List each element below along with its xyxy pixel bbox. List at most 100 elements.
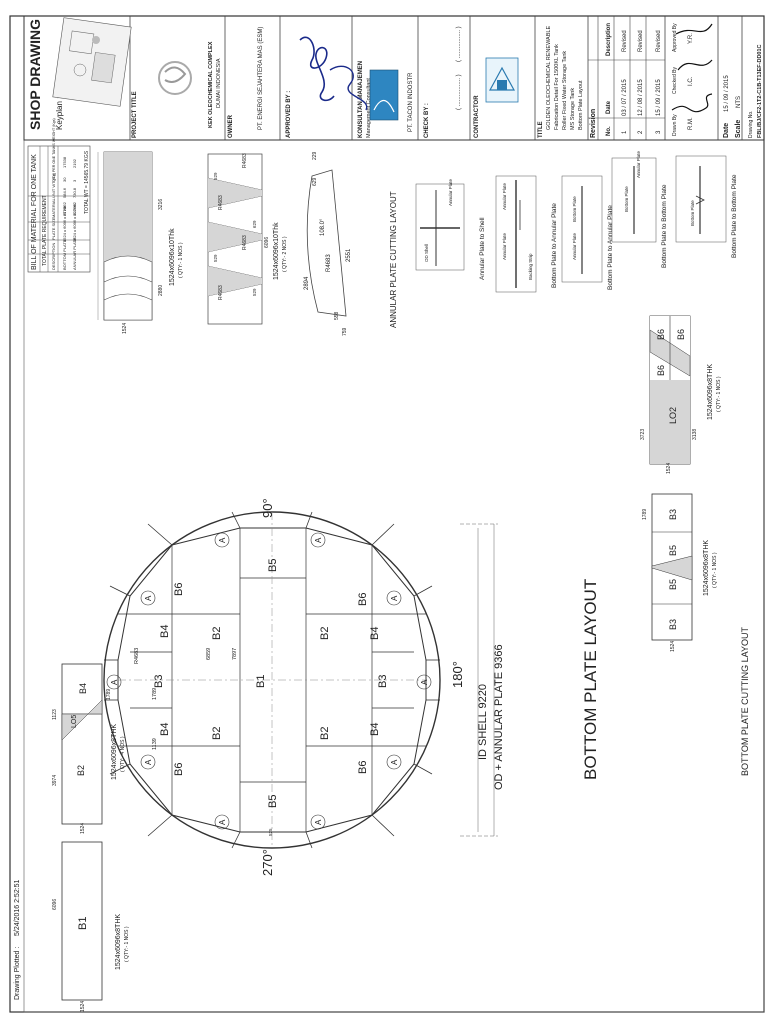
svg-text:B3: B3 (377, 675, 389, 688)
svg-text:Bottom Plate: Bottom Plate (624, 186, 629, 212)
svg-text:( ................. ): ( ................. ) (456, 26, 462, 62)
svg-text:B5: B5 (267, 795, 279, 808)
svg-text:R4683: R4683 (134, 648, 140, 664)
svg-text:UNIT WT (Kg): UNIT WT (Kg) (51, 172, 56, 198)
svg-text:730.8: 730.8 (72, 187, 77, 198)
svg-text:1789: 1789 (106, 689, 112, 700)
od-annular-dim: OD + ANNULAR PLATE 9366 (493, 644, 505, 790)
svg-text:BOTTOM PLATE: BOTTOM PLATE (62, 239, 67, 270)
owner-name: PT. ENERGI SEJAHTERA MAS (ESM) (258, 27, 264, 130)
contractor-logo (485, 57, 519, 103)
svg-text:B6: B6 (656, 329, 666, 340)
svg-text:3723: 3723 (640, 429, 646, 440)
bom-row: ANNULAR PLATE 1524 x 6096 x 10THK IS 206… (72, 158, 77, 270)
svg-text:3: 3 (656, 130, 662, 134)
svg-text:1123: 1123 (52, 709, 58, 720)
svg-text:( ................. ): ( ................. ) (456, 74, 462, 110)
angle-90: 90° (260, 498, 275, 518)
revision-row: 1 03 / 07 / 2015 Revised (622, 30, 628, 134)
id-shell-dim: ID SHELL 9220 (477, 684, 489, 760)
keyplan-label: Keyplan : (55, 97, 64, 130)
project-title-label: PROJECT TITLE (132, 91, 138, 138)
annular-sheet-2: R4683 R4683 R4683 R4683 529 629 529 529 … (207, 153, 288, 325)
consultant-logo (369, 69, 399, 121)
consultant-signature (329, 65, 368, 111)
svg-text:B6: B6 (656, 365, 666, 376)
svg-text:B4: B4 (369, 627, 381, 640)
svg-text:1524: 1524 (80, 823, 86, 834)
svg-text:QTY: QTY (51, 173, 56, 182)
svg-text:529: 529 (213, 254, 218, 262)
detail-bottom-to-bottom-2: Bottom Plate to Bottom Plate (731, 174, 738, 258)
center-plates: B5 B2 B1 B2 B5 B2 B2 (211, 559, 331, 808)
svg-text:Roller Fixed Water Storage Tan: Roller Fixed Water Storage Tank (562, 51, 568, 130)
svg-text:B6: B6 (173, 583, 185, 596)
svg-text:B1: B1 (255, 675, 267, 688)
svg-text:B2: B2 (211, 727, 223, 740)
detail-annular-to-shell: Annular Plate to Shell (479, 217, 486, 280)
scale-label: Scale (735, 120, 742, 138)
svg-text:Revised: Revised (656, 30, 662, 52)
svg-text:B5: B5 (668, 579, 678, 590)
svg-text:1139: 1139 (152, 738, 158, 750)
svg-text:B4: B4 (159, 625, 171, 638)
svg-text:Revised: Revised (638, 30, 644, 52)
svg-text:2880: 2880 (158, 285, 164, 296)
annular-sheet-1-size: 1524x6096x10Thk (169, 228, 176, 286)
date-label: Date (723, 123, 730, 138)
svg-text:Annular Plate: Annular Plate (572, 232, 577, 260)
detail-bottom-to-annular-2: Bottom Plate to Annular Plate (607, 205, 614, 290)
svg-text:B1: B1 (77, 917, 89, 930)
annular-tags (106, 532, 432, 830)
svg-text:B6: B6 (676, 329, 686, 340)
detail-bottom-to-annular-1: Bottom Plate to Annular Plate (551, 203, 558, 288)
contractor-label: CONTRACTOR (474, 95, 480, 138)
svg-text:( QTY:- 1 NOS ): ( QTY:- 1 NOS ) (712, 552, 718, 588)
svg-text:30: 30 (62, 177, 67, 182)
bill-of-material: BILL OF MATERIAL FOR ONE TANK TOTAL PLAT… (27, 118, 91, 273)
bottom-cutting-title: BOTTOM PLATE CUTTING LAYOUT (740, 626, 750, 776)
svg-text:1524: 1524 (80, 1001, 86, 1012)
svg-text:LO2: LO2 (668, 407, 678, 424)
svg-text:No.: No. (606, 126, 612, 136)
svg-text:Annular Plate: Annular Plate (502, 182, 507, 210)
svg-text:A: A (218, 537, 227, 543)
checked-label: CHECK BY : (424, 103, 430, 138)
svg-text:ANNULAR PLATE: ANNULAR PLATE (72, 237, 77, 270)
svg-text:629: 629 (312, 177, 318, 186)
svg-text:B2: B2 (76, 765, 86, 776)
svg-text:B2: B2 (211, 627, 223, 640)
svg-text:529: 529 (252, 288, 257, 296)
sign-headers: Drawn By Checked By Approved By (672, 23, 678, 136)
drawn-by-signature (671, 23, 713, 113)
svg-text:A: A (420, 679, 429, 685)
approval-signature (299, 36, 335, 102)
svg-text:B3: B3 (668, 509, 678, 520)
svg-text:( QTY:- 1 NOS ): ( QTY:- 1 NOS ) (178, 242, 184, 278)
revision-table: Revision No. Date Description 1 03 / 07 … (588, 16, 665, 140)
owner-logo (158, 61, 192, 95)
plot-stamp-label: Drawing Plotted : (14, 947, 21, 1000)
svg-text:A: A (314, 819, 323, 825)
svg-text:1524 x 6096 x 8THK: 1524 x 6096 x 8THK (62, 205, 67, 242)
left-plates: B6 B4 B3 B4 B6 (153, 583, 185, 776)
svg-text:PLATE SIZE: PLATE SIZE (51, 217, 56, 240)
svg-text:A: A (218, 819, 227, 825)
svg-text:( QTY:- 1 NOS ): ( QTY:- 1 NOS ) (124, 926, 130, 962)
title-lines: GOLDEN OLEOCHEMICAL RENEWABLE Fabricatio… (546, 26, 584, 130)
svg-text:B2: B2 (319, 727, 331, 740)
angle-270: 270° (260, 849, 275, 876)
svg-text:525: 525 (268, 828, 273, 836)
drawing-no: FBL/BJ/CF2-1T2-C1B-T13EF-DD01C (757, 44, 763, 138)
svg-text:B2: B2 (319, 627, 331, 640)
svg-text:Annular Plate: Annular Plate (502, 232, 507, 260)
bottom-plate-layout-title: BOTTOM PLATE LAYOUT (581, 579, 600, 780)
owner-label: OWNER (228, 114, 234, 138)
scale-value: NTS (736, 96, 742, 108)
svg-text:Approved By: Approved By (672, 23, 678, 52)
svg-text:2: 2 (638, 130, 644, 134)
svg-text:6096: 6096 (264, 237, 270, 248)
svg-text:Date: Date (606, 100, 612, 114)
svg-text:1789: 1789 (152, 688, 158, 700)
